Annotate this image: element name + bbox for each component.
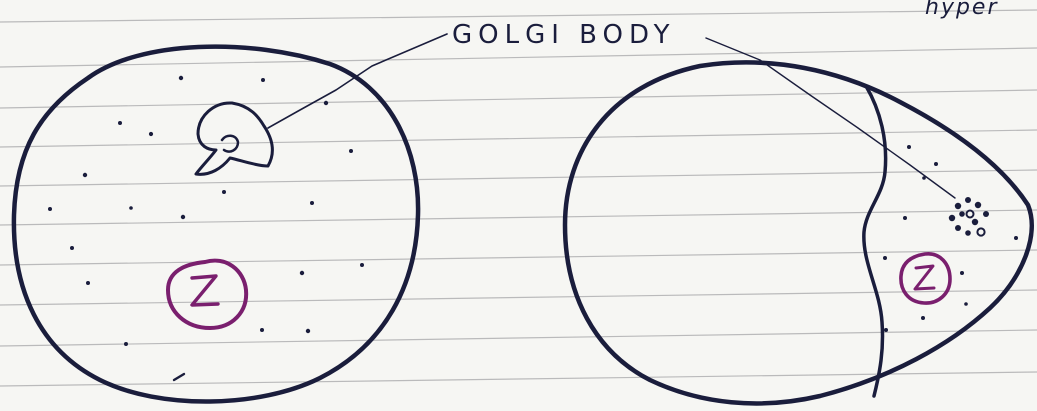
right-cell — [565, 62, 1032, 403]
left-nucleus: N — [0, 0, 246, 328]
right-cytoplasm-dots — [883, 145, 1018, 332]
left-golgi-body — [196, 103, 272, 174]
pointer-line-left — [268, 34, 447, 128]
right-cell-membrane — [565, 62, 1032, 403]
golgi-body-label: GOLGI BODY — [452, 20, 676, 50]
right-golgi-body — [949, 197, 989, 236]
top-right-fragment: hyper — [925, 0, 999, 20]
left-nucleus-label: N — [0, 0, 1, 1]
right-nucleus — [901, 254, 950, 303]
left-cytoplasm-dots — [48, 76, 364, 380]
